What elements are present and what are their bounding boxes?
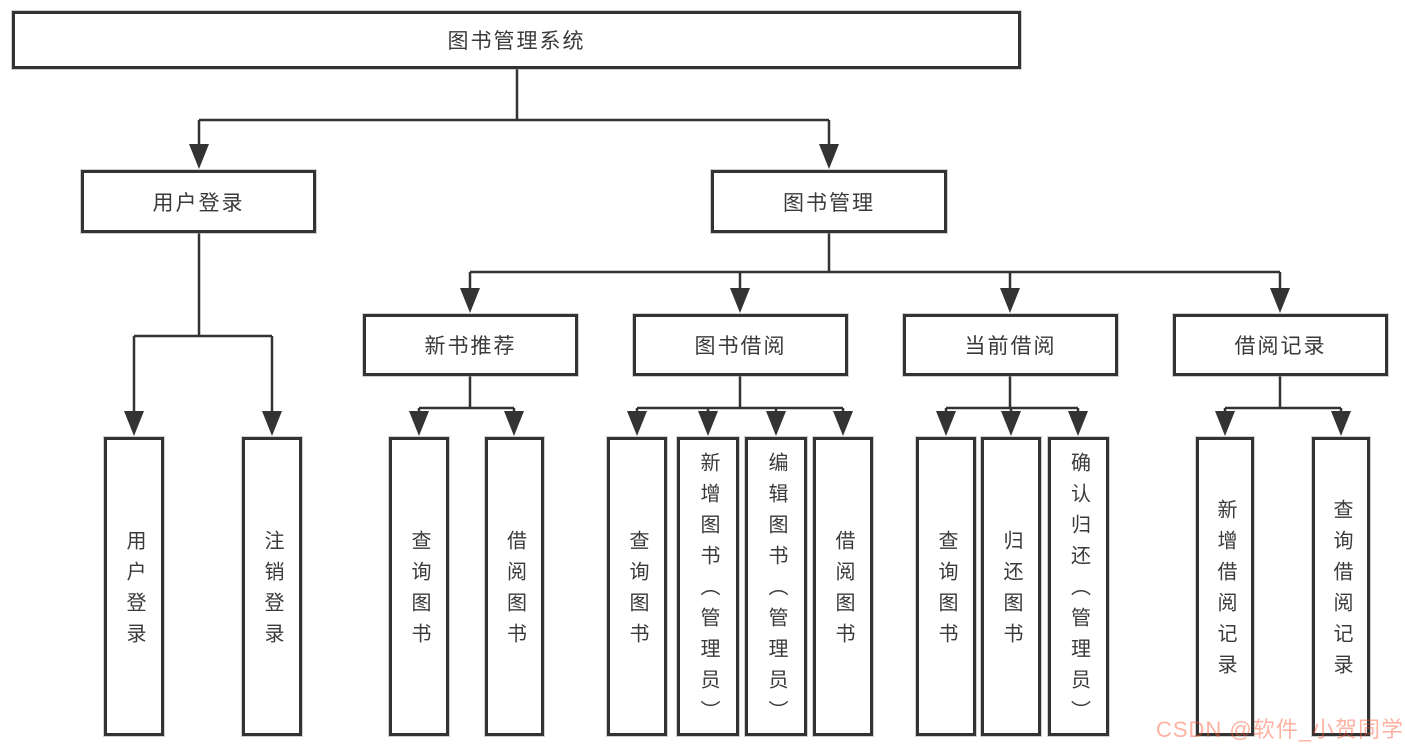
arrowhead (627, 411, 647, 436)
node-leaf-return-books: 归还图书 (980, 436, 1042, 737)
node-leaf-add-borrow-record-label: 新增借阅记录 (1214, 498, 1236, 685)
node-system-root: 图书管理系统 (11, 10, 1022, 70)
node-leaf-borrow-books-1: 借阅图书 (484, 436, 545, 737)
connector-newbooks-children (417, 376, 516, 412)
node-user-login-group-label: 用户登录 (152, 191, 245, 215)
node-leaf-edit-books-admin-label: 编辑图书（管理员） (765, 452, 787, 731)
arrowhead (1001, 411, 1021, 436)
arrowhead (1270, 288, 1290, 313)
node-leaf-query-borrow-record-label: 查询借阅记录 (1330, 498, 1352, 685)
node-current-borrowing-label: 当前借阅 (964, 335, 1057, 358)
connector-current-children (944, 376, 1080, 412)
node-leaf-query-books-3-label: 查询图书 (935, 529, 957, 654)
node-leaf-query-books-3: 查询图书 (915, 436, 977, 737)
arrowhead (124, 411, 144, 436)
node-system-root-label: 图书管理系统 (447, 30, 586, 53)
arrowhead (936, 411, 956, 436)
node-leaf-confirm-return-admin: 确认归还（管理员） (1047, 436, 1110, 737)
connector-root-to-level2 (197, 68, 831, 145)
arrowhead (189, 144, 209, 169)
arrowhead (833, 411, 853, 436)
arrowhead (504, 411, 524, 436)
arrowhead (766, 411, 786, 436)
node-leaf-query-books-2: 查询图书 (606, 436, 668, 737)
node-new-book-recommend-label: 新书推荐 (424, 335, 517, 358)
connector-userlogin-children (132, 233, 274, 412)
node-leaf-add-borrow-record: 新增借阅记录 (1195, 436, 1255, 737)
node-book-borrowing: 图书借阅 (632, 313, 849, 377)
node-current-borrowing: 当前借阅 (902, 313, 1119, 377)
node-borrowing-records: 借阅记录 (1172, 313, 1389, 377)
arrowhead (1331, 411, 1351, 436)
node-leaf-logout: 注销登录 (241, 436, 303, 737)
connector-bookmgmt-to-level3 (468, 233, 1282, 289)
node-borrowing-records-label: 借阅记录 (1234, 335, 1327, 358)
arrowhead (1000, 288, 1020, 313)
node-leaf-confirm-return-admin-label: 确认归还（管理员） (1067, 452, 1090, 731)
node-leaf-borrow-books-2-label: 借阅图书 (832, 529, 854, 654)
arrowhead (409, 411, 429, 436)
arrowhead (698, 411, 718, 436)
node-book-borrowing-label: 图书借阅 (694, 335, 787, 358)
node-leaf-edit-books-admin: 编辑图书（管理员） (744, 436, 808, 737)
node-leaf-user-login-label: 用户登录 (123, 529, 145, 654)
arrowhead (460, 288, 480, 313)
node-leaf-query-borrow-record: 查询借阅记录 (1311, 436, 1371, 737)
node-leaf-borrow-books-1-label: 借阅图书 (503, 529, 526, 654)
node-leaf-return-books-label: 归还图书 (1000, 529, 1022, 654)
node-user-login-group: 用户登录 (80, 169, 317, 234)
connector-records-children (1223, 376, 1343, 412)
arrowhead (730, 288, 750, 313)
node-leaf-logout-label: 注销登录 (261, 529, 283, 654)
arrowhead (262, 411, 282, 436)
node-leaf-user-login: 用户登录 (103, 436, 165, 737)
arrowhead (819, 144, 839, 169)
node-leaf-query-books-1-label: 查询图书 (408, 529, 430, 654)
node-leaf-add-books-admin: 新增图书（管理员） (676, 436, 740, 737)
node-new-book-recommend: 新书推荐 (362, 313, 579, 377)
arrowhead (1215, 411, 1235, 436)
connector-borrow-children (635, 376, 845, 412)
node-leaf-add-books-admin-label: 新增图书（管理员） (697, 452, 719, 731)
node-book-management-group: 图书管理 (710, 169, 948, 234)
node-leaf-query-books-1: 查询图书 (388, 436, 450, 737)
node-leaf-query-books-2-label: 查询图书 (626, 529, 648, 654)
node-leaf-borrow-books-2: 借阅图书 (812, 436, 874, 737)
node-book-management-group-label: 图书管理 (783, 191, 875, 215)
csdn-watermark: CSDN @软件_小贺同学 (1155, 717, 1404, 742)
arrowhead (1068, 411, 1088, 436)
